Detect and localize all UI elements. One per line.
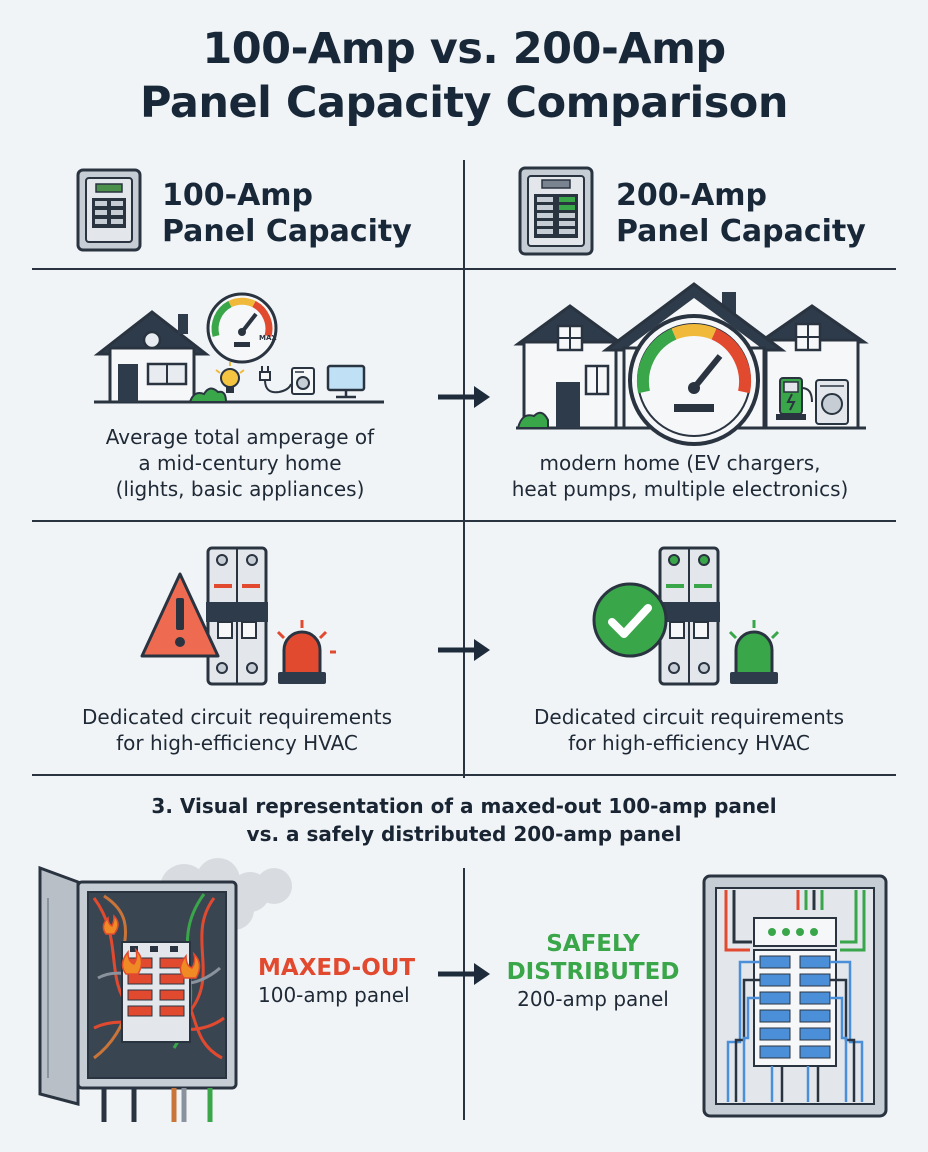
row2-left-caption-line-1: Dedicated circuit requirements [82, 705, 392, 729]
column-divider-top [463, 160, 465, 778]
row1-right-caption-line-2: heat pumps, multiple electronics) [511, 477, 849, 501]
row2-right-caption-line-1: Dedicated circuit requirements [534, 705, 844, 729]
right-header-line-1: 200-Amp [616, 178, 768, 213]
panel-icon [518, 166, 594, 256]
page-title: 100-Amp vs. 200-Amp Panel Capacity Compa… [0, 22, 928, 130]
maxed-out-label: MAXED-OUT 100-amp panel [258, 954, 415, 1008]
title-line-2: Panel Capacity Comparison [140, 78, 788, 128]
maxed-out-status: MAXED-OUT [258, 955, 416, 981]
row1-left-caption-line-2: a mid-century home [138, 451, 342, 475]
row1-right-caption-line-1: modern home (EV chargers, [539, 451, 821, 475]
monitor-icon [326, 364, 366, 399]
gauge-max-label: MAX [259, 334, 277, 342]
plug-icon [259, 366, 292, 394]
safe-panel-illustration [702, 874, 888, 1118]
maxed-out-subtitle: 100-amp panel [258, 983, 410, 1007]
section-3-heading: 3. Visual representation of a maxed-out … [0, 792, 928, 848]
lightbulb-icon [215, 362, 245, 393]
row2-left-caption-line-2: for high-efficiency HVAC [116, 731, 358, 755]
arrow-right-icon [438, 963, 490, 985]
row1-left-caption-line-3: (lights, basic appliances) [115, 477, 365, 501]
alarm-light-icon [276, 620, 336, 684]
gauge-icon [628, 314, 760, 446]
safely-status-line-1: SAFELY [546, 931, 640, 957]
title-line-1: 100-Amp vs. 200-Amp [202, 24, 726, 74]
row2-right-caption-line-2: for high-efficiency HVAC [568, 731, 810, 755]
small-house-illustration: MAX [93, 292, 384, 404]
section-3-line-1: 3. Visual representation of a maxed-out … [151, 794, 777, 818]
row1-left-caption-line-1: Average total amperage of [105, 425, 375, 449]
heat-pump-icon [815, 379, 849, 425]
column-divider-bottom [463, 868, 465, 1120]
arrow-right-icon [438, 386, 490, 408]
right-header-line-2: Panel Capacity [616, 214, 866, 249]
washing-machine-icon [291, 367, 315, 395]
green-light-icon [728, 620, 780, 684]
left-header-line-1: 100-Amp [162, 178, 314, 213]
left-header-line-2: Panel Capacity [162, 214, 412, 249]
breaker-safe-illustration [592, 546, 780, 686]
safely-status-line-2: DISTRIBUTED [506, 959, 680, 985]
panel-icon [76, 168, 142, 252]
safely-distributed-label: SAFELY DISTRIBUTED 200-amp panel [500, 930, 686, 1012]
row1-left-caption: Average total amperage of a mid-century … [40, 424, 440, 502]
arrow-right-icon [438, 639, 490, 661]
section-3-line-2: vs. a safely distributed 200-amp panel [246, 822, 682, 846]
ev-charger-icon [776, 377, 813, 420]
warning-icon [140, 572, 220, 658]
flame-icon [102, 914, 201, 979]
maxed-out-panel-illustration [38, 858, 292, 1122]
circuit-breaker-icon [206, 546, 268, 686]
safely-distributed-subtitle: 200-amp panel [517, 987, 669, 1011]
right-column-header: 200-Amp Panel Capacity [616, 178, 866, 250]
checkmark-icon [592, 582, 668, 658]
circuit-breaker-icon [658, 546, 720, 686]
divider-row-1 [32, 268, 896, 270]
divider-row-3 [32, 774, 896, 776]
gauge-icon [206, 292, 278, 364]
breaker-warning-illustration [140, 546, 336, 686]
row1-right-caption: modern home (EV chargers, heat pumps, mu… [470, 450, 890, 502]
divider-row-2 [32, 520, 896, 522]
left-column-header: 100-Amp Panel Capacity [162, 178, 412, 250]
row2-right-caption: Dedicated circuit requirements for high-… [484, 704, 894, 756]
modern-house-illustration [513, 282, 869, 446]
row2-left-caption: Dedicated circuit requirements for high-… [32, 704, 442, 756]
